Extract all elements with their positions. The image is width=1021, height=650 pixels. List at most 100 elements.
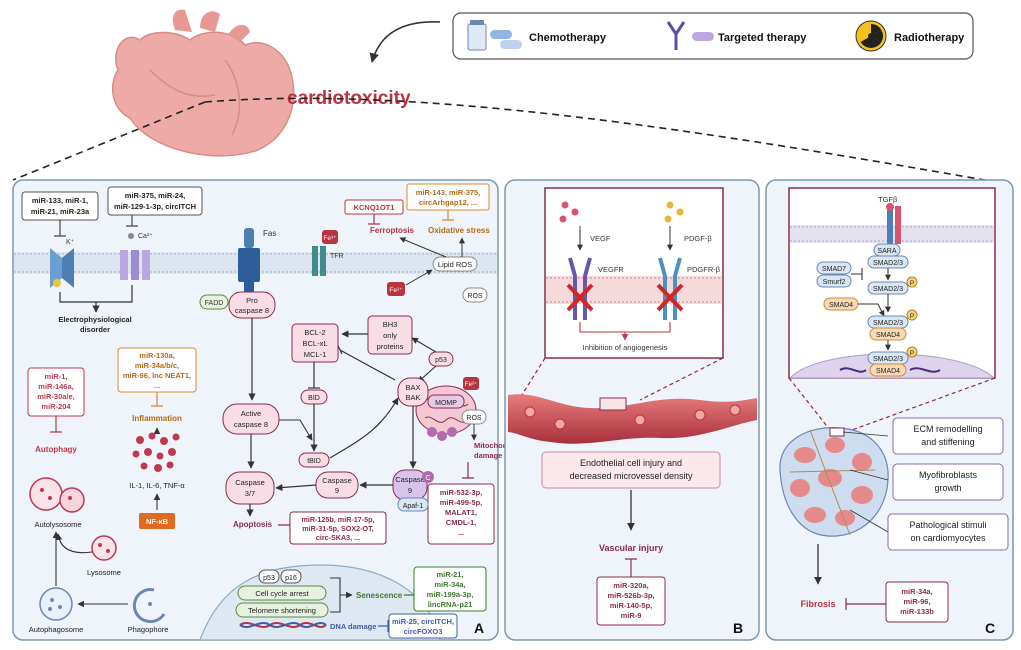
mir-mito-line3: MALAT1, — [445, 508, 477, 517]
mir-senes-line3: miR-199a-3p, — [427, 590, 474, 599]
zoom-line-left — [12, 101, 206, 181]
mir-mito-line4: CMDL-1, — [446, 518, 476, 527]
smad23-label-4: SMAD2/3 — [873, 356, 903, 363]
pdgfr-label: PDGFR-β — [687, 265, 721, 274]
vegfr-receptor-icon — [566, 257, 594, 320]
autophagy-label: Autophagy — [35, 445, 77, 454]
kcnq-label: KCNQ1OT1 — [354, 203, 395, 212]
smad4-label-1: SMAD4 — [829, 302, 853, 309]
telomere-label: Telomere shortening — [248, 606, 316, 615]
ecm-line2: and stiffening — [921, 437, 974, 447]
calcium-channel-icon — [120, 233, 150, 280]
phospho-label-1: P — [910, 280, 914, 287]
tgfb-label: TGFβ — [878, 195, 898, 204]
tbid-label: tBID — [307, 458, 321, 465]
vegf-label: VEGF — [590, 234, 611, 243]
lysosome-icon — [91, 535, 117, 561]
smad7-label: SMAD7 — [822, 266, 846, 273]
dna-damage-label: DNA damage — [330, 622, 376, 631]
mir-dna-line2: circFOXO3 — [404, 627, 443, 636]
cardiac-tissue-icon — [779, 427, 889, 537]
inflammation-label: Inflammation — [132, 414, 182, 423]
smad4-label-2: SMAD4 — [876, 332, 900, 339]
p53-nuc-label: p53 — [263, 575, 275, 582]
vegf-ligand-icon — [559, 201, 579, 223]
radiation-icon — [855, 20, 887, 52]
dna-helix-icon — [239, 622, 327, 628]
mir-apop-line1: miR-125b, miR-17-5p, — [301, 515, 374, 524]
cyt-c-label: C — [425, 475, 430, 482]
fe2-label: Fe²⁺ — [389, 287, 403, 294]
autolysosome-label: Autolysosome — [34, 520, 81, 529]
active-caspase8-line1: Active — [241, 409, 261, 418]
electro-line2: disorder — [80, 325, 110, 334]
mir-apop-line3: circ-SKA3, ... — [316, 533, 360, 542]
mir-senes-line4: lincRNA-p21 — [428, 600, 473, 609]
mir-autoph-line2: miR-146a, — [38, 382, 73, 391]
cytokine-dots-icon — [132, 432, 180, 472]
mir-mito-line1: miR-532-3p, — [440, 488, 483, 497]
caspase9b-line2: 9 — [408, 486, 412, 495]
pro-caspase8-line2: caspase 8 — [235, 306, 269, 315]
patho-line2: on cardiomyocytes — [910, 533, 986, 543]
autolysosome-icon — [29, 477, 85, 513]
apoptosis-label: Apoptosis — [233, 520, 273, 529]
ecm-line1: ECM remodelling — [913, 424, 982, 434]
electro-line1: Electrophysiological — [58, 315, 131, 324]
cytochrome-c-icons — [427, 427, 457, 441]
mir-inflam-line1: miR-130a, — [139, 351, 174, 360]
ros-label: ROS — [467, 293, 483, 300]
senescence-label: Senescence — [356, 591, 403, 600]
pdgf-ligand-icon — [664, 201, 684, 223]
autophagosome-label: Autophagosome — [29, 625, 84, 634]
caspase37-line1: Caspase — [235, 478, 265, 487]
mir-inflam-line2: miR-34a/b/c, — [135, 361, 179, 370]
mir-apop-line2: miR-31-5p, SOX2-OT, — [302, 524, 374, 533]
mir-vasc-line2: miR-526b-3p, — [607, 591, 654, 600]
fe2-mito-label: Fe²⁺ — [465, 381, 477, 388]
vegfr-label: VEGFR — [598, 265, 624, 274]
fadd-label: FADD — [205, 300, 224, 307]
red-blood-cells-icon — [524, 404, 741, 430]
myofib-line1: Myofibroblasts — [919, 470, 978, 480]
oxidative-label: Oxidative stress — [428, 226, 490, 235]
bcl-line3: MCL-1 — [304, 350, 327, 359]
phospho-label-3: P — [910, 350, 914, 357]
patho-line1: Pathological stimuli — [909, 520, 986, 530]
sara-label: SARA — [877, 248, 896, 255]
therapy-to-heart-arrow — [369, 21, 441, 63]
mir-dna-line1: miR-25, circITCH, — [392, 617, 454, 626]
p16-label: p16 — [285, 575, 297, 582]
ferroptosis-label: Ferroptosis — [370, 226, 415, 235]
mir-mito-line5: ... — [458, 528, 464, 537]
panel-c: TGFβ SARA SMAD2/3 SMAD7 Smurf2 SMAD2/3 P… — [765, 179, 1014, 641]
smad23-label-3: SMAD2/3 — [873, 320, 903, 327]
fe3-label: Fe³⁺ — [323, 235, 337, 242]
potassium-channel-icon — [50, 248, 74, 288]
chemotherapy-icon — [467, 20, 522, 51]
mito-damage-line1: Mitochondrial — [474, 441, 523, 450]
pro-caspase8-line1: Pro — [246, 296, 258, 305]
mir-senes-line2: miR-34a, — [434, 580, 465, 589]
mir-inflam-line3: miR-96, lnc NEAT1, — [123, 371, 191, 380]
mir-autoph-line3: miR-30a/e, — [37, 392, 75, 401]
panel-a-label: A — [474, 620, 484, 636]
active-caspase8-line2: caspase 8 — [234, 420, 268, 429]
smad4-label-3: SMAD4 — [876, 368, 900, 375]
vascular-injury-label: Vascular injury — [599, 543, 663, 553]
ros2-label: ROS — [466, 415, 482, 422]
apaf-label: Apaf-1 — [403, 503, 424, 510]
smad23-label-2: SMAD2/3 — [873, 286, 903, 293]
bh3-line3: proteins — [377, 342, 404, 351]
momp-label: MOMP — [435, 400, 457, 407]
panel-b: VEGF PDGF-β VEGFR PDGFR-β Inhibition of … — [504, 179, 760, 641]
mir-ion2-line2: miR-129-1-3p, circITCH — [114, 202, 196, 211]
heart-illustration — [111, 9, 295, 157]
phagophore-icon — [132, 588, 166, 624]
mir-ion2-line1: miR-375, miR-24, — [125, 191, 185, 200]
pdgfr-receptor-icon — [656, 257, 684, 320]
bh3-line2: only — [383, 331, 397, 340]
tgfb-receptor-icon — [886, 203, 901, 244]
lipid-ros-label: Lipid ROS — [438, 260, 472, 269]
